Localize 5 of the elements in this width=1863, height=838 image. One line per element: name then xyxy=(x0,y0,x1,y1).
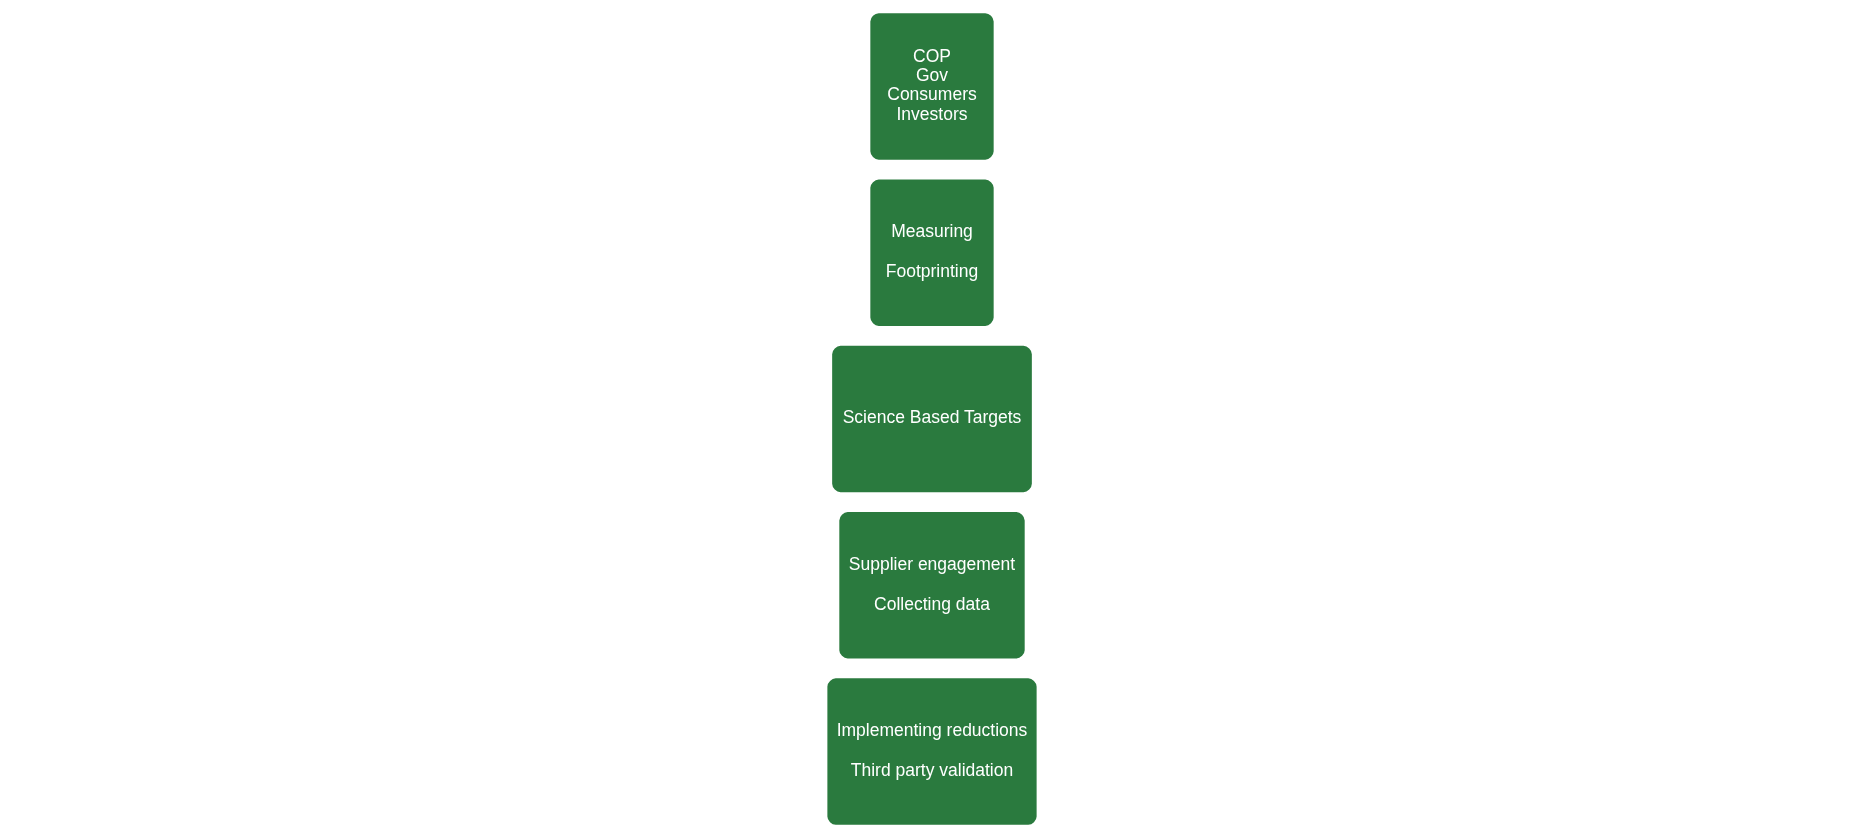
node-box: Supplier engagement Collecting data xyxy=(836,509,1027,661)
node-box: COP Gov Consumers Investors xyxy=(867,10,996,162)
node-box: Measuring Footprinting xyxy=(867,177,996,329)
node-box: Implementing reductions Third party validation xyxy=(824,676,1039,828)
node-box: Science Based Targets xyxy=(829,343,1034,495)
